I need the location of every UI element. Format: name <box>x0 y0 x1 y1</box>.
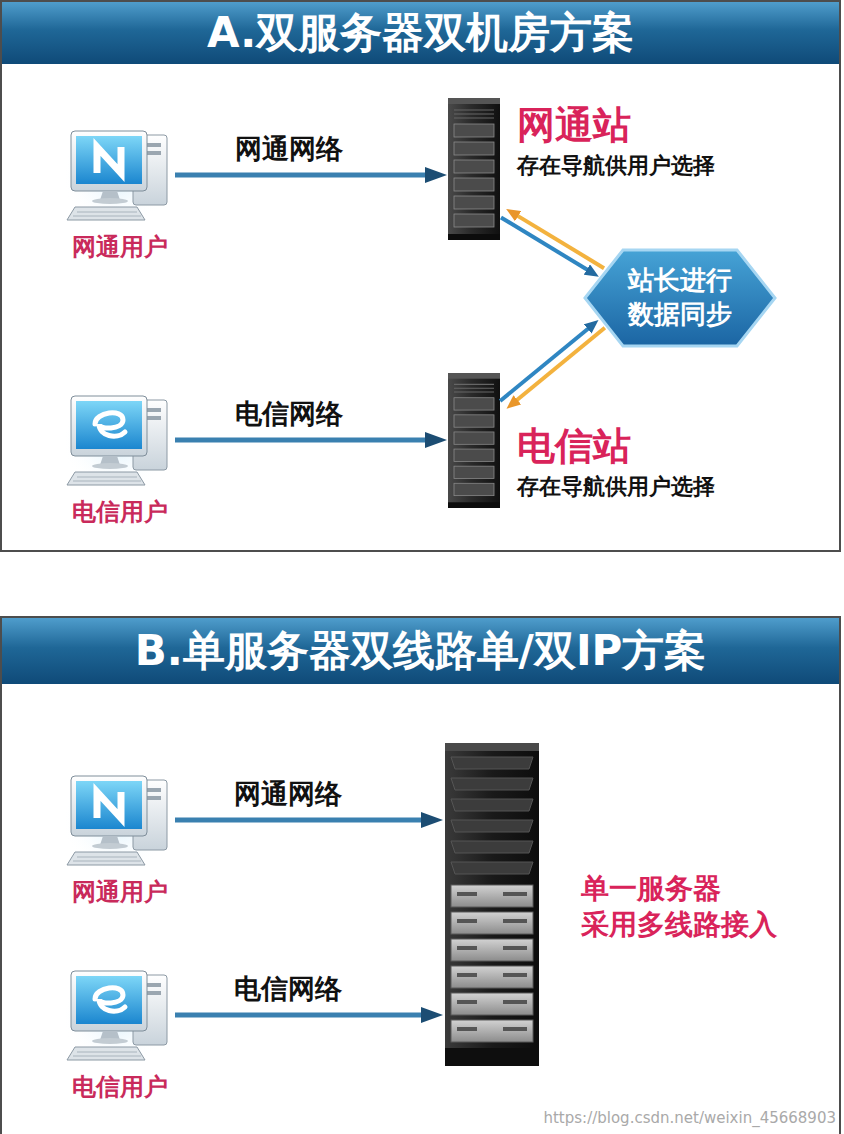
user-label-box: 电信用户 <box>72 496 168 528</box>
server-caption: 网通站存在导航供用户选择 <box>517 104 715 180</box>
hexagon-shape <box>585 250 775 346</box>
user-computer: 电信用户 <box>65 965 175 1065</box>
computer-icon-use <box>61 772 173 872</box>
header-band: A.双服务器双机房方案 <box>2 2 839 64</box>
server-icon-use <box>448 373 500 508</box>
panel-title: B.单服务器双线路单/双IP方案 <box>135 623 707 679</box>
server-caption: 电信站存在导航供用户选择 <box>517 425 715 501</box>
edge-label-box: 电信网络 <box>235 396 343 432</box>
user-label-box: 网通用户 <box>72 876 168 908</box>
user-computer: 网通用户 <box>65 770 175 870</box>
hexagon-outline <box>585 250 775 346</box>
computer-icon-use <box>61 127 173 227</box>
edge-label-box: 电信网络 <box>234 971 342 1007</box>
user-label: 电信用户 <box>72 496 168 528</box>
user-computer: 电信用户 <box>65 390 175 490</box>
server-icon <box>443 743 541 1066</box>
scheme-panel: B.单服务器双线路单/双IP方案网通用户单一服务器 采用多线路接入电信用户 <box>0 616 841 1134</box>
user-label: 网通用户 <box>72 876 168 908</box>
server-caption: 单一服务器 采用多线路接入 <box>581 871 796 944</box>
computer-icon <box>65 125 175 225</box>
server-icon-use <box>445 743 539 1066</box>
server-icon <box>447 373 501 508</box>
user-label: 电信用户 <box>72 1071 168 1103</box>
server-text: 电信站 <box>517 425 715 469</box>
user-label: 网通用户 <box>72 231 168 263</box>
computer-icon <box>65 390 175 490</box>
computer-icon-use <box>61 967 173 1067</box>
server-text: 单一服务器 采用多线路接入 <box>581 871 796 944</box>
computer-icon <box>65 965 175 1065</box>
computer-icon-use <box>61 392 173 492</box>
header-band: B.单服务器双线路单/双IP方案 <box>2 618 839 684</box>
network-label: 电信网络 <box>234 973 342 1004</box>
server-icon <box>447 98 501 240</box>
computer-icon <box>65 770 175 870</box>
edge-label-box: 网通网络 <box>235 131 343 167</box>
edge-label-box: 网通网络 <box>234 776 342 812</box>
scheme-panel: A.双服务器双机房方案网通用户网通站存在导航供用户选择站长进行 数据同步电信用户… <box>0 0 841 552</box>
site-server: 电信站存在导航供用户选择 <box>447 373 501 508</box>
watermark-box: https://blog.csdn.net/weixin_45668903 <box>543 1108 836 1127</box>
site-server: 网通站存在导航供用户选择 <box>447 98 501 240</box>
multiline-server: 单一服务器 采用多线路接入 <box>443 743 541 1066</box>
sync-hexagon: 站长进行 数据同步 <box>585 250 775 346</box>
user-computer: 网通用户 <box>65 125 175 225</box>
server-text: 存在导航供用户选择 <box>517 152 715 181</box>
server-text: 网通站 <box>517 104 715 148</box>
user-label-box: 电信用户 <box>72 1071 168 1103</box>
network-label: 电信网络 <box>235 398 343 429</box>
hexagon-text: 站长进行 数据同步 <box>620 264 740 332</box>
user-label-box: 网通用户 <box>72 231 168 263</box>
watermark: https://blog.csdn.net/weixin_45668903 <box>543 1109 836 1127</box>
server-icon-use <box>448 98 500 240</box>
network-label: 网通网络 <box>234 778 342 809</box>
server-text: 存在导航供用户选择 <box>517 473 715 502</box>
panel-title: A.双服务器双机房方案 <box>207 5 634 61</box>
network-label: 网通网络 <box>235 133 343 164</box>
